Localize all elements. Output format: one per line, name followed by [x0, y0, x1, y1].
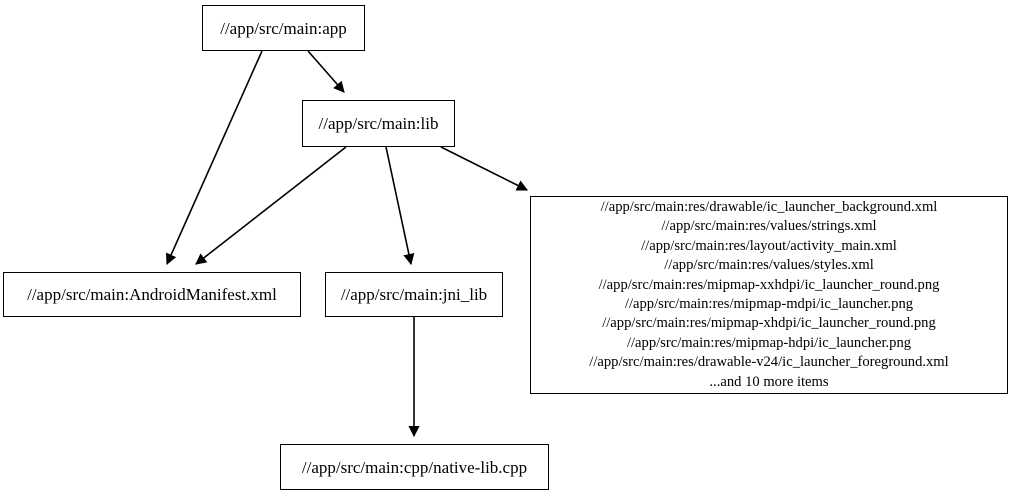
node-native-lib-cpp[interactable]: //app/src/main:cpp/native-lib.cpp [280, 444, 549, 490]
node-app-label: //app/src/main:app [220, 18, 347, 38]
edge-lib-to-resources [440, 146, 529, 191]
node-jni-lib[interactable]: //app/src/main:jni_lib [325, 272, 503, 317]
node-android-manifest-label: //app/src/main:AndroidManifest.xml [27, 285, 277, 304]
node-lib-label: //app/src/main:lib [318, 114, 439, 133]
node-lib[interactable]: //app/src/main:lib [302, 100, 455, 147]
edge-app-to-manifest [165, 50, 263, 266]
node-android-manifest[interactable]: //app/src/main:AndroidManifest.xml [3, 272, 301, 317]
node-jni-lib-label: //app/src/main:jni_lib [340, 285, 488, 304]
node-native-lib-cpp-label: //app/src/main:cpp/native-lib.cpp [301, 457, 528, 477]
edge-app-to-lib [307, 50, 345, 93]
edge-lib-to-jnilib [385, 146, 415, 266]
edge-lib-to-manifest [195, 146, 347, 265]
node-resources-cluster-label: //app/src/main:res/drawable/ic_launcher_… [589, 198, 949, 390]
node-app[interactable]: //app/src/main:app [202, 5, 365, 51]
node-resources-cluster[interactable]: //app/src/main:res/drawable/ic_launcher_… [530, 196, 1008, 394]
